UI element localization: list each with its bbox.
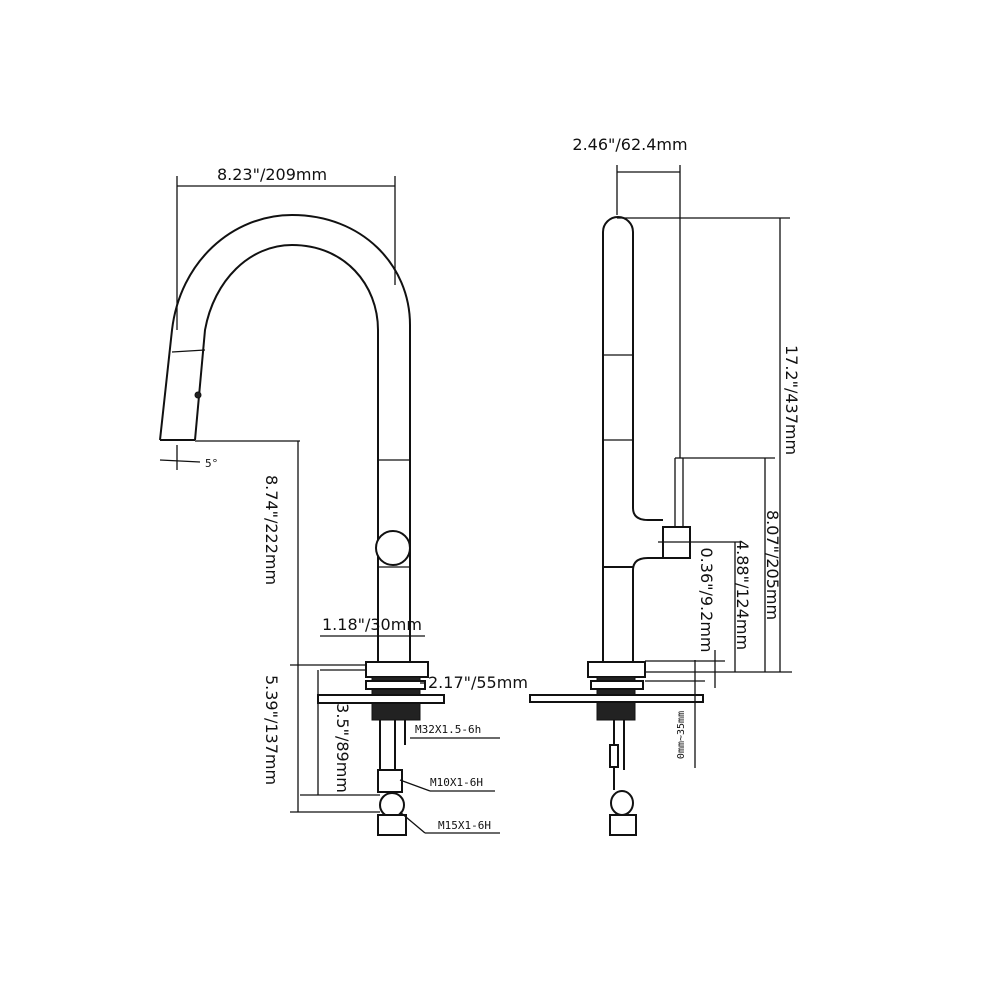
thread-shank-label: M32X1.5-6h — [415, 723, 481, 736]
spray-button-icon — [194, 391, 202, 399]
handle-top-height-label: 8.07"/205mm — [763, 510, 782, 620]
deck-thickness-label: 2.17"/55mm — [428, 673, 528, 692]
under-deck-shank-label: 3.5"/89mm — [333, 703, 352, 793]
under-deck-total-label: 5.39"/137mm — [262, 675, 281, 785]
total-height-label: 17.2"/437mm — [782, 345, 801, 455]
spout-depth-label: 2.46"/62.4mm — [572, 135, 687, 154]
side-view: 2.46"/62.4mm 17.2"/437mm 8.07"/205mm 4.8… — [529, 135, 801, 836]
side-dimension-lines — [616, 165, 792, 768]
angle-label: 5° — [205, 457, 218, 470]
side-base — [529, 661, 704, 836]
thread-hose-label: M10X1-6H — [430, 776, 483, 789]
body-diameter-label: 1.18"/30mm — [322, 615, 422, 634]
gooseneck-spout — [159, 213, 411, 665]
spout-height-label: 8.74"/222mm — [262, 475, 281, 585]
base-height-label: 0.36"/9.2mm — [697, 548, 716, 653]
deck-range-label: 0mm~35mm — [676, 711, 687, 759]
dimension-lines — [159, 176, 500, 834]
reach-label: 8.23"/209mm — [217, 165, 327, 184]
side-body — [602, 216, 691, 665]
handle-height-label: 4.88"/124mm — [733, 540, 752, 650]
handle-lever — [375, 530, 411, 566]
front-view: 8.23"/209mm 5° 8.74"/222mm 1.18"/30mm 2.… — [159, 165, 528, 836]
thread-connector-label: M15X1-6H — [438, 819, 491, 832]
